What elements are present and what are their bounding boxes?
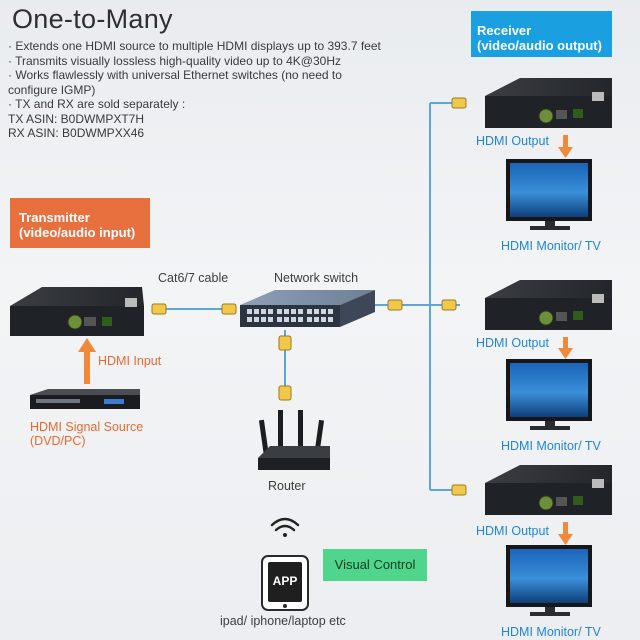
phone-icon [261, 555, 309, 611]
router-label: Router [268, 479, 306, 493]
signal-source-label: HDMI Signal Source (DVD/PC) [30, 420, 143, 448]
page-title: One-to-Many [12, 4, 173, 34]
feature-item: · Extends one HDMI source to multiple HD… [8, 39, 381, 53]
rj45-connector-icon [441, 299, 457, 311]
signal-source-line1: HDMI Signal Source [30, 420, 144, 434]
receiver-device-1 [485, 78, 612, 128]
receiver-subtitle: (video/audio output) [477, 38, 602, 53]
rj45-connectors [151, 97, 467, 496]
feature-item: TX ASIN: B0DWMPXT7H [8, 111, 145, 126]
monitor-3 [506, 545, 592, 616]
receiver-tag: Receiver (video/audio output) [471, 11, 612, 57]
rj45-connector-icon [221, 303, 237, 315]
hdmi-output-arrow-3 [558, 522, 573, 545]
wifi-icon [270, 517, 300, 537]
visual-control-tag: Visual Control [323, 549, 427, 581]
transmitter-device [10, 287, 144, 336]
receiver-device-2 [485, 280, 612, 330]
feature-item: · Works flawlessly with universal Ethern… [8, 68, 342, 82]
receiver-device-3 [485, 465, 612, 515]
signal-source-line2: (DVD/PC) [30, 434, 86, 448]
network-switch [240, 290, 375, 327]
monitor-2 [506, 359, 592, 430]
transmitter-tag: Transmitter (video/audio input) [10, 198, 150, 248]
switch-label: Network switch [274, 271, 359, 285]
rj45-connector-icon [451, 484, 467, 496]
feature-item: RX ASIN: B0DWMPXX46 [8, 126, 145, 140]
monitor-label-2: HDMI Monitor/ TV [501, 439, 601, 453]
hdmi-output-arrow-2 [558, 337, 573, 359]
cable-label: Cat6/7 cable [158, 271, 229, 285]
hdmi-output-label-1: HDMI Output [476, 134, 549, 148]
rj45-connector-icon [451, 97, 467, 109]
hdmi-input-arrow [78, 338, 96, 384]
feature-item: · TX and RX are sold separately : [8, 97, 186, 111]
transmitter-title: Transmitter [19, 210, 90, 225]
hdmi-output-label-2: HDMI Output [476, 336, 549, 350]
hdmi-output-arrow-1 [558, 135, 573, 158]
arrows [78, 135, 573, 545]
router [258, 410, 330, 470]
rj45-connector-icon [387, 299, 403, 311]
feature-item: · Transmits visually lossless high-quali… [8, 53, 341, 68]
app-label: APP [272, 574, 298, 588]
monitor-label-3: HDMI Monitor/ TV [501, 625, 601, 639]
feature-list: · Extends one HDMI source to multiple HD… [8, 39, 408, 141]
monitor-1 [506, 159, 592, 230]
rj45-connector-icon [278, 385, 292, 401]
dvd-player [30, 389, 140, 409]
rj45-connector-icon [278, 335, 292, 351]
hdmi-output-label-3: HDMI Output [476, 524, 549, 538]
monitor-label-1: HDMI Monitor/ TV [501, 239, 601, 253]
rj45-connector-icon [151, 303, 167, 315]
transmitter-subtitle: (video/audio input) [19, 225, 136, 240]
devices-label: ipad/ iphone/laptop etc [220, 614, 346, 628]
hdmi-input-label: HDMI Input [98, 354, 162, 368]
feature-item: configure IGMP) [8, 82, 96, 97]
receiver-title: Receiver [477, 23, 532, 38]
